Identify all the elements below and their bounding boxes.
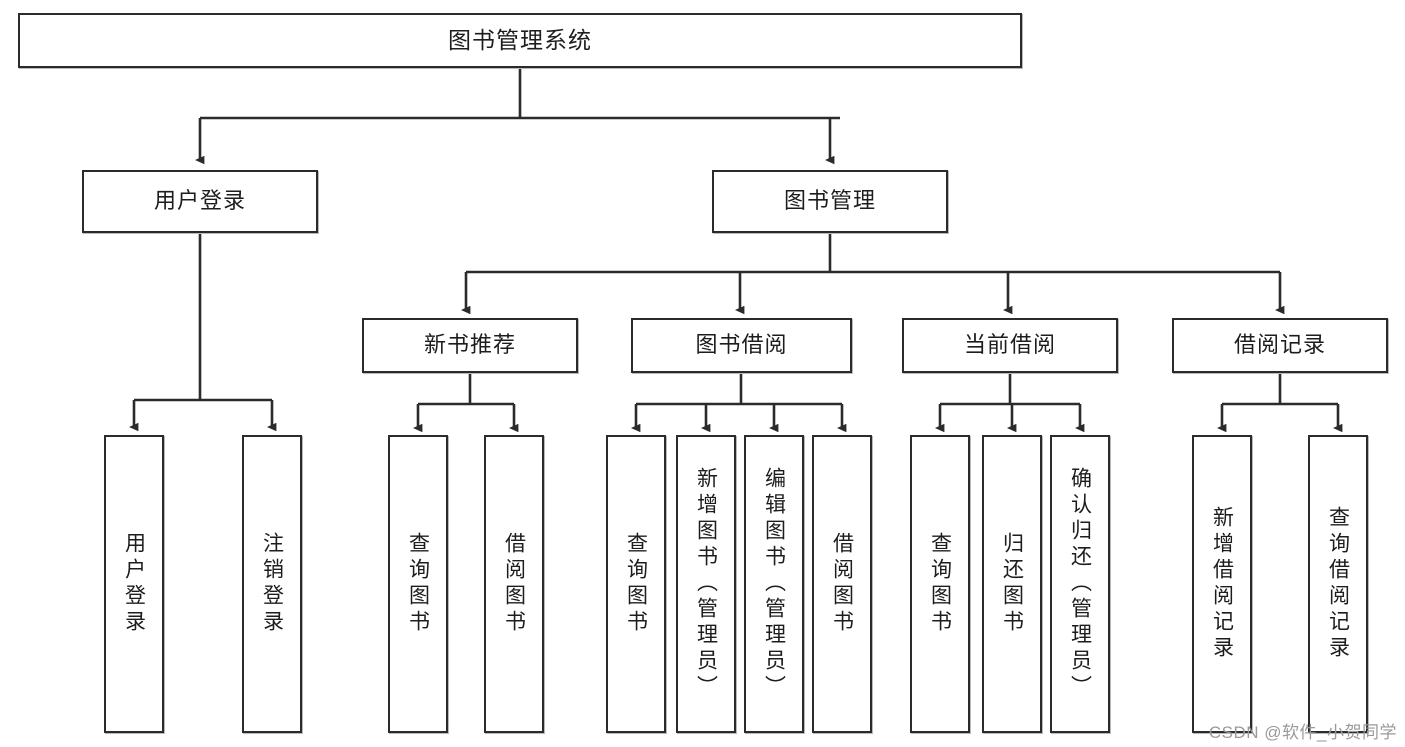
node-leaf-add-book-label: 新增图书（管理员） — [694, 467, 718, 701]
node-leaf-borrow-book-2-label: 借阅图书 — [830, 532, 854, 636]
node-borrow-record[interactable]: 借阅记录 — [1172, 318, 1388, 373]
node-leaf-query-record[interactable]: 查询借阅记录 — [1308, 435, 1368, 733]
node-leaf-borrow-book-2[interactable]: 借阅图书 — [812, 435, 872, 733]
node-leaf-edit-book-label: 编辑图书（管理员） — [762, 467, 786, 701]
node-root-label: 图书管理系统 — [448, 26, 592, 53]
node-leaf-add-record[interactable]: 新增借阅记录 — [1192, 435, 1252, 733]
node-leaf-confirm-return-label: 确认归还（管理员） — [1068, 467, 1092, 701]
node-root[interactable]: 图书管理系统 — [18, 13, 1022, 68]
node-leaf-query-book-2[interactable]: 查询图书 — [606, 435, 666, 733]
node-book-manage-label: 图书管理 — [783, 188, 876, 214]
node-book-borrow[interactable]: 图书借阅 — [631, 318, 852, 373]
node-leaf-borrow-book-1[interactable]: 借阅图书 — [484, 435, 544, 733]
node-current-borrow-label: 当前借阅 — [963, 332, 1056, 358]
node-leaf-borrow-book-1-label: 借阅图书 — [502, 532, 526, 636]
node-user-login[interactable]: 用户登录 — [82, 170, 318, 233]
node-leaf-confirm-return[interactable]: 确认归还（管理员） — [1050, 435, 1110, 733]
node-leaf-user-logout-label: 注销登录 — [260, 532, 284, 636]
node-leaf-add-record-label: 新增借阅记录 — [1210, 506, 1234, 662]
node-leaf-edit-book[interactable]: 编辑图书（管理员） — [744, 435, 804, 733]
node-book-borrow-label: 图书借阅 — [695, 332, 788, 358]
node-leaf-return-book[interactable]: 归还图书 — [982, 435, 1042, 733]
node-new-book-rec-label: 新书推荐 — [423, 332, 516, 358]
node-leaf-query-book-3[interactable]: 查询图书 — [910, 435, 970, 733]
node-new-book-rec[interactable]: 新书推荐 — [362, 318, 578, 373]
node-leaf-query-book-1[interactable]: 查询图书 — [388, 435, 448, 733]
node-leaf-user-logout[interactable]: 注销登录 — [242, 435, 302, 733]
node-leaf-query-book-3-label: 查询图书 — [928, 532, 952, 636]
node-user-login-label: 用户登录 — [153, 188, 246, 214]
node-borrow-record-label: 借阅记录 — [1233, 332, 1326, 358]
node-leaf-return-book-label: 归还图书 — [1000, 532, 1024, 636]
csdn-watermark: CSDN @软件_小贺同学 — [1208, 723, 1397, 742]
node-leaf-query-record-label: 查询借阅记录 — [1326, 506, 1350, 662]
node-leaf-add-book[interactable]: 新增图书（管理员） — [676, 435, 736, 733]
node-leaf-query-book-2-label: 查询图书 — [624, 532, 648, 636]
node-leaf-user-login[interactable]: 用户登录 — [104, 435, 164, 733]
node-current-borrow[interactable]: 当前借阅 — [902, 318, 1118, 373]
node-book-manage[interactable]: 图书管理 — [712, 170, 948, 233]
node-leaf-query-book-1-label: 查询图书 — [406, 532, 430, 636]
node-leaf-user-login-label: 用户登录 — [122, 532, 146, 636]
